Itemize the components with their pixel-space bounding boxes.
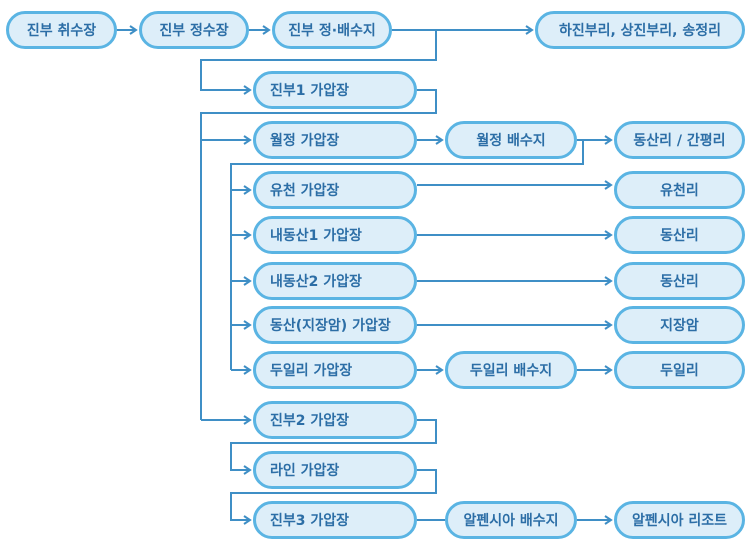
flow-arrow (200, 30, 437, 95)
node-hajinbu: 하진부리, 상진부리, 송정리 (535, 11, 745, 49)
node-line-booster: 라인 가압장 (253, 451, 417, 489)
node-dongsan-ri-1: 동산리 (614, 216, 745, 254)
node-duil-reservoir: 두일리 배수지 (445, 351, 577, 389)
node-alpensia-reservoir: 알펜시아 배수지 (445, 501, 577, 539)
node-yucheon-booster: 유천 가압장 (253, 171, 417, 209)
flow-arrow (230, 419, 437, 475)
node-yucheon-ri: 유천리 (614, 171, 745, 209)
node-alpensia-resort: 알펜시아 리조트 (614, 501, 745, 539)
node-duil-ri: 두일리 (614, 351, 745, 389)
node-jinbu2-booster: 진부2 가압장 (253, 401, 417, 439)
node-duil-booster: 두일리 가압장 (253, 351, 417, 389)
node-woljeong-reservoir: 월정 배수지 (445, 121, 577, 159)
node-woljeong-booster: 월정 가압장 (253, 121, 417, 159)
flow-arrow (230, 469, 437, 525)
node-dongsan-ri-2: 동산리 (614, 262, 745, 300)
node-jinbu-intake: 진부 취수장 (6, 11, 117, 49)
node-jijangam: 지장암 (614, 306, 745, 344)
node-dongsan-ganpyeong: 동산리 / 간평리 (614, 121, 745, 159)
flow-line (200, 89, 437, 420)
flow-line (230, 140, 584, 370)
node-jijangam-booster: 동산(지장암) 가압장 (253, 306, 417, 344)
node-jinbu3-booster: 진부3 가압장 (253, 501, 417, 539)
node-naedongsan2-booster: 내동산2 가압장 (253, 262, 417, 300)
node-jinbu1-booster: 진부1 가압장 (253, 71, 417, 109)
node-jinbu-reservoir: 진부 정·배수지 (272, 11, 392, 49)
node-naedongsan1-booster: 내동산1 가압장 (253, 216, 417, 254)
node-jinbu-purification: 진부 정수장 (139, 11, 249, 49)
